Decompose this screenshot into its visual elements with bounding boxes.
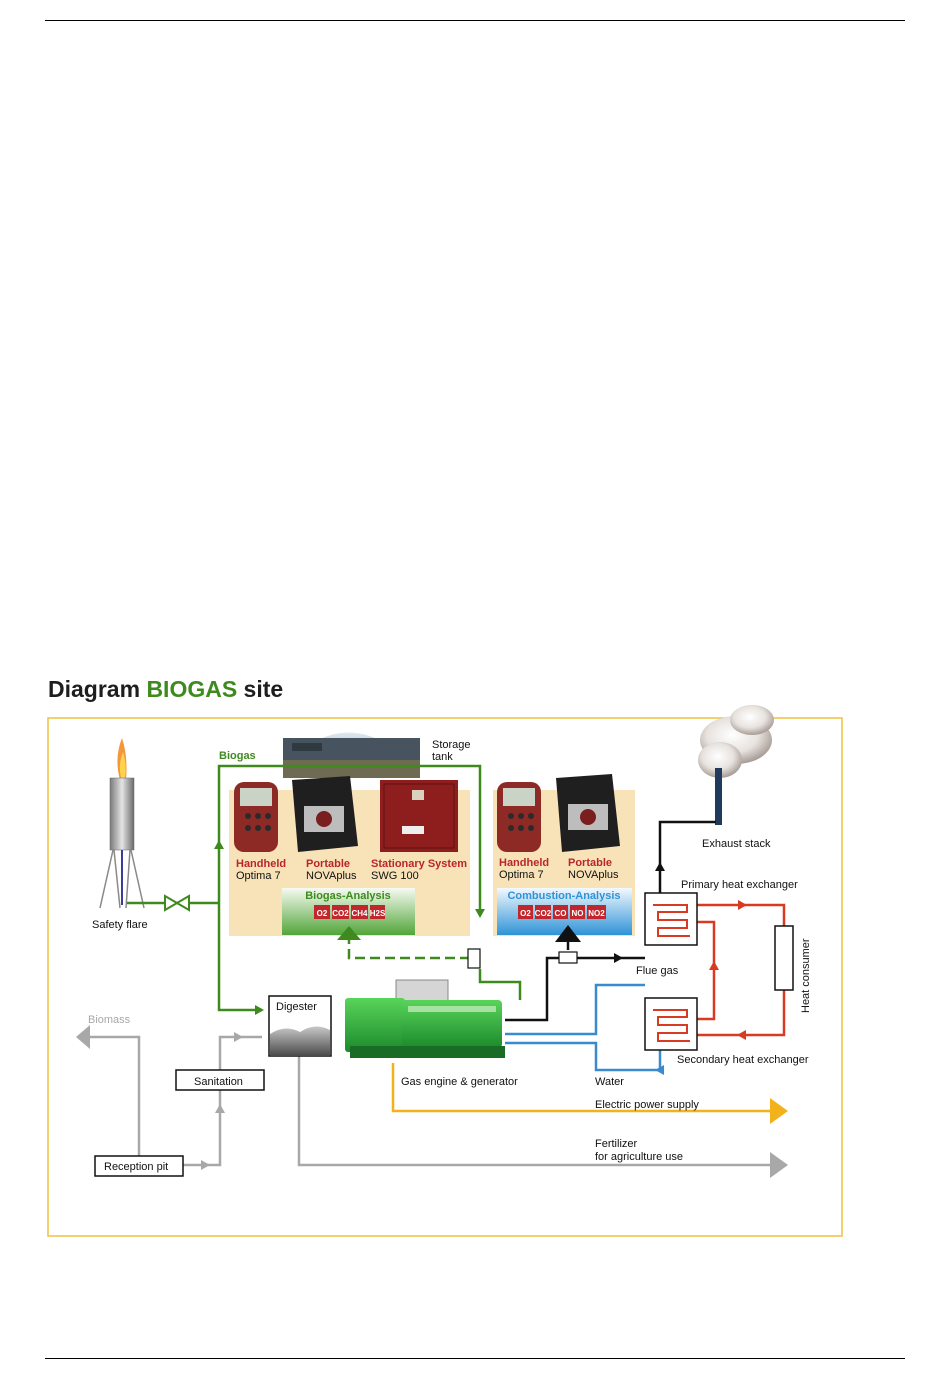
biogas-device-2-line2: NOVAplus	[306, 870, 357, 882]
electric-power-label: Electric power supply	[595, 1099, 699, 1111]
portable-device-image-2	[556, 774, 620, 852]
digester-vessel	[268, 995, 332, 1057]
biomass-label: Biomass	[88, 1014, 131, 1026]
biogas-to-engine-line	[478, 969, 522, 1000]
combustion-device-2-line2: NOVAplus	[568, 869, 619, 881]
handheld-device-image-2	[497, 782, 541, 852]
biogas-device-2-line1: Portable	[306, 858, 350, 870]
biogas-label: Biogas	[219, 750, 256, 762]
flue-gas-line	[505, 956, 645, 1022]
combustion-device-1-line1: Handheld	[499, 857, 549, 869]
gas-chip-label: O2	[520, 909, 531, 918]
combustion-analysis-title: Combustion-Analysis	[507, 890, 620, 902]
portable-device-image-1	[292, 776, 358, 852]
heat-circuit-line	[697, 903, 786, 1037]
reception-pit-box	[94, 1155, 184, 1177]
valve-icon	[164, 894, 190, 912]
gas-chip-label: CO2	[332, 909, 349, 918]
gas-engine-label: Gas engine & generator	[401, 1076, 518, 1088]
power-line	[391, 1063, 770, 1113]
primary-heat-exchanger	[644, 892, 698, 946]
biogas-analysis-title: Biogas-Analysis	[305, 890, 391, 902]
storage-tank-label-1: Storage	[432, 739, 471, 751]
biogas-device-1-line2: Optima 7	[236, 870, 281, 882]
sanitation-box	[175, 1069, 265, 1091]
fertilizer-label-2: for agriculture use	[595, 1151, 683, 1163]
gas-chip	[587, 905, 606, 919]
stationary-device-image	[380, 780, 458, 852]
storage-tank-image	[283, 732, 420, 778]
storage-tank-label-2: tank	[432, 751, 453, 763]
page-title-suffix: site	[237, 676, 284, 702]
gas-chip	[553, 905, 568, 919]
gas-chip	[518, 905, 533, 919]
biogas-device-1-line1: Handheld	[236, 858, 286, 870]
gas-chip-label: O2	[317, 909, 328, 918]
heat-consumer-label: Heat consumer	[800, 938, 812, 1013]
gas-chip-label: NO2	[588, 909, 605, 918]
page-title-highlight: BIOGAS	[146, 676, 238, 702]
biogas-gas-chips: O2 CO2 CH4 H2S	[314, 905, 386, 919]
gas-chip-label: CO2	[535, 909, 552, 918]
biomass-flow-line	[82, 1035, 770, 1167]
bottom-rule	[45, 1358, 905, 1359]
digester-label: Digester	[276, 1001, 317, 1013]
fertilizer-label-1: Fertilizer	[595, 1138, 638, 1150]
page-title-prefix: Diagram	[48, 676, 147, 702]
diagram-frame	[47, 717, 843, 1237]
gas-chip-label: NO	[572, 909, 584, 918]
biogas-flow-line	[217, 764, 482, 1012]
top-rule	[45, 20, 905, 21]
gas-chip	[314, 905, 330, 919]
gas-chip-label: CH4	[351, 909, 368, 918]
biogas-sample-line	[347, 936, 470, 960]
water-label: Water	[595, 1076, 624, 1088]
combustion-gas-chips: O2 CO2 CO NO NO2	[518, 905, 606, 919]
sanitation-label: Sanitation	[194, 1076, 243, 1088]
biogas-device-3-line2: SWG 100	[371, 870, 419, 882]
gas-chip	[570, 905, 585, 919]
page-title: Diagram BIOGAS site	[48, 676, 283, 703]
secondary-heat-exchanger-label: Secondary heat exchanger	[677, 1054, 809, 1066]
gas-chip-label: H2S	[370, 909, 386, 918]
combustion-device-1-line2: Optima 7	[499, 869, 544, 881]
gas-chip-label: CO	[555, 909, 567, 918]
primary-heat-exchanger-label: Primary heat exchanger	[681, 879, 798, 891]
pipe-connector-icons	[467, 948, 578, 969]
reception-pit-label: Reception pit	[104, 1161, 168, 1173]
combustion-device-2-line1: Portable	[568, 857, 612, 869]
safety-flare-label: Safety flare	[92, 919, 148, 931]
biogas-device-3-line1: Stationary System	[371, 858, 467, 870]
secondary-heat-exchanger	[644, 997, 698, 1051]
gas-chip	[332, 905, 349, 919]
gas-chip	[535, 905, 551, 919]
gas-engine-generator-image	[345, 979, 505, 1058]
handheld-device-image-1	[234, 782, 278, 852]
exhaust-stack-label: Exhaust stack	[702, 838, 771, 850]
water-supply-line	[505, 983, 662, 1072]
exhaust-stack-image	[698, 705, 774, 825]
gas-chip	[351, 905, 368, 919]
gas-chip	[370, 905, 385, 919]
safety-flare-image	[99, 738, 145, 909]
flow-arrowheads	[76, 840, 788, 1178]
flue-gas-label: Flue gas	[636, 965, 679, 977]
heat-consumer-box	[774, 925, 794, 991]
